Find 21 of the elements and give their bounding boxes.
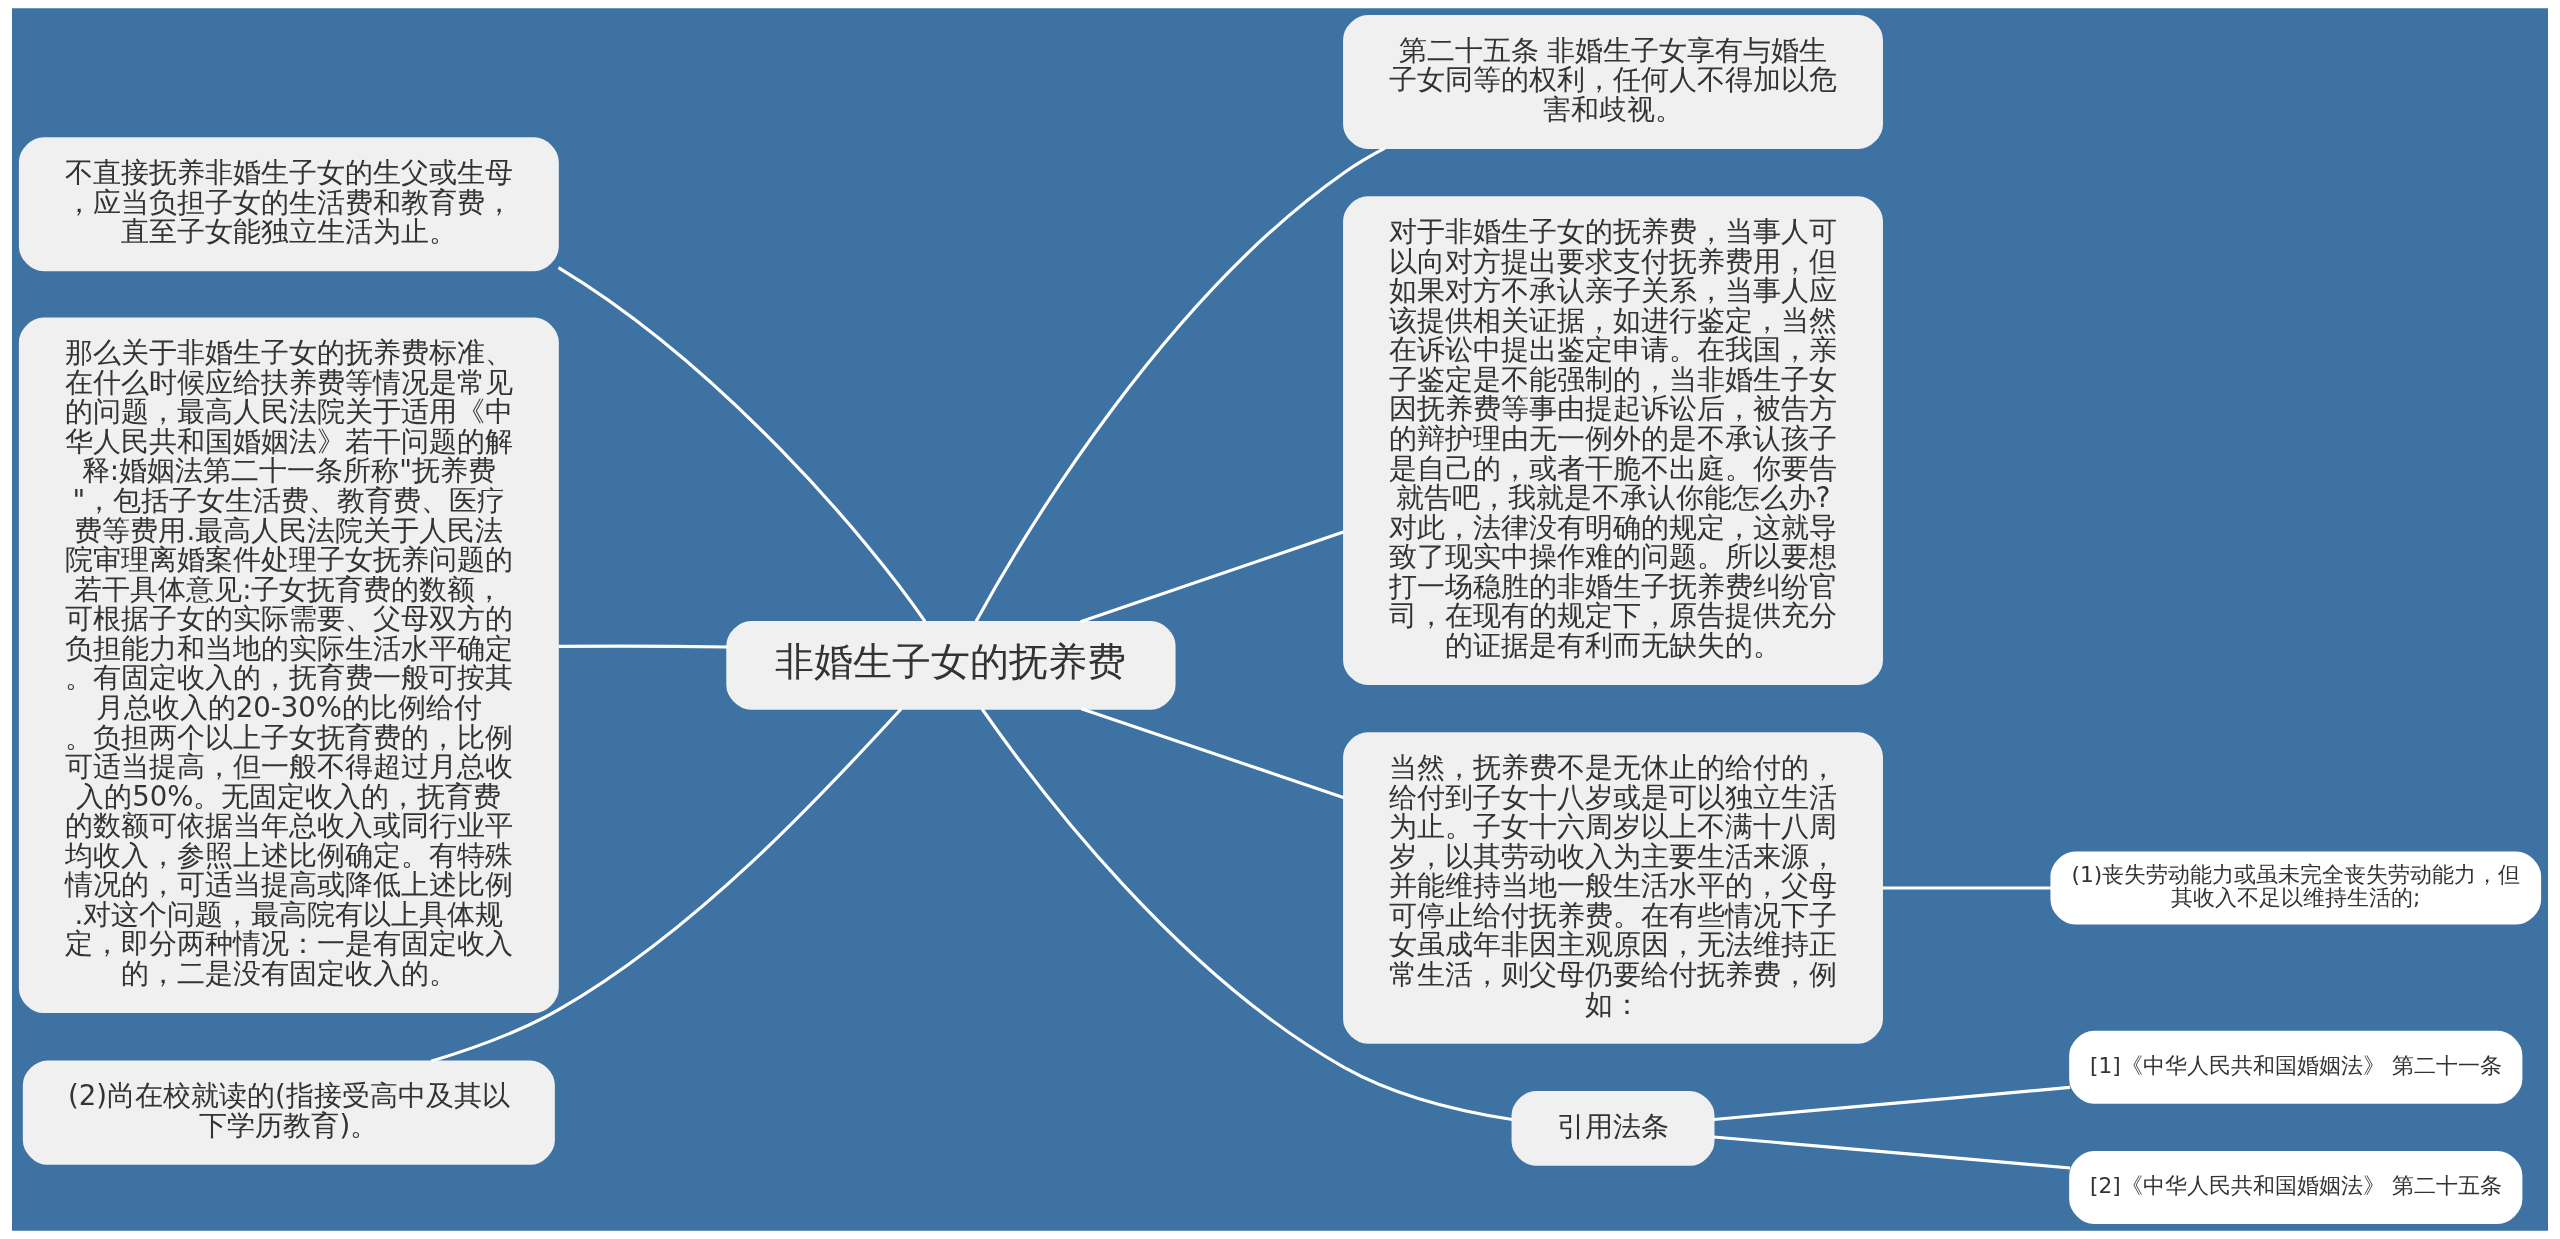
connector [558, 644, 728, 649]
connector [1080, 707, 1345, 800]
node-box: 非婚生子女的抚养费 [726, 620, 1176, 710]
connector [1882, 886, 2052, 890]
connector [1080, 530, 1344, 624]
node-box: 对于非婚生子女的抚养费，当事人可以向对方提出要求支付抚养费用，但如果对方不承认亲子关系，当事人应该提供相关证据，如进行鉴定，当然在诉讼中提出鉴定申请。在我国，亲子鉴定是不能强制的，当非婚生子女因抚养费等事由提起诉讼后，被告方的辩护理由无一例外的是不承认孩子是自己的，或者干脆不出庭。你要告就告吧，我就是不承认你能怎么办?对此，法律没有明确的规定，这就导致了现实中操作难的问题。所以要想打一场稳胜的非婚生子抚养费纠纷官司，在现有的规定下，原告提供充分的证据是有利而无缺失的。 [1343, 196, 1883, 685]
node-box: (2)尚在校就读的(指接受高中及其以下学历教育)。 [22, 1060, 555, 1165]
node-box: 当然，抚养费不是无休止的给付的，给付到子女十八岁或是可以独立生活为止。子女十六周岁以上不满十八周岁，以其劳动收入为主要生活来源，并能维持当地一般生活水平的，父母可停止给付抚养费。在有些情况下子女虽成年非因主观原因，无法维持正常生活，则父母仍要给付抚养费，例如： [1343, 732, 1883, 1044]
connector [557, 266, 927, 623]
node-box: 引用法条 [1511, 1090, 1715, 1166]
connector [1713, 1085, 2071, 1122]
node-box: [2]《中华人民共和国婚姻法》 第二十五条 [2069, 1151, 2523, 1224]
node-box: 第二十五条 非婚生子女享有与婚生子女同等的权利，任何人不得加以危害和歧视。 [1343, 15, 1883, 150]
connector [1713, 1135, 2071, 1170]
node-box: [1]《中华人民共和国婚姻法》 第二十一条 [2069, 1030, 2523, 1104]
node-box: (1)丧失劳动能力或虽未完全丧失劳动能力，但其收入不足以维持生活的; [2050, 851, 2542, 925]
connector [980, 708, 1513, 1121]
node-box: 不直接抚养非婚生子女的生父或生母，应当负担子女的生活费和教育费，直至子女能独立生活为止。 [18, 137, 559, 272]
connector [430, 707, 903, 1063]
node-box: 那么关于非婚生子女的抚养费标准、在什么时候应给扶养费等情况是常见的问题，最高人民法院关于适用《中华人民共和国婚姻法》若干问题的解释:婚姻法第二十一条所称"抚养费"，包括子女生活费、教育费、医疗费等费用.最高人民法院关于人民法院审理离婚案件处理子女抚养问题的若干具体意见:子女抚育费的数额，可根据子女的实际需要、父母双方的负担能力和当地的实际生活水平确定。有固定收入的，抚育费一般可按其月总收入的20-30%的比例给付。负担两个以上子女抚育费的，比例可适当提高，但一般不得超过月总收入的50%。无固定收入的，抚育费的数额可依据当年总收入或同行业平均收入，参照上述比例确定。有特殊情况的，可适当提高或降低上述比例.对这个问题，最高院有以上具体规定，即分两种情况：一是有固定收入的，二是没有固定收入的。 [18, 317, 559, 1014]
connector [974, 146, 1386, 623]
